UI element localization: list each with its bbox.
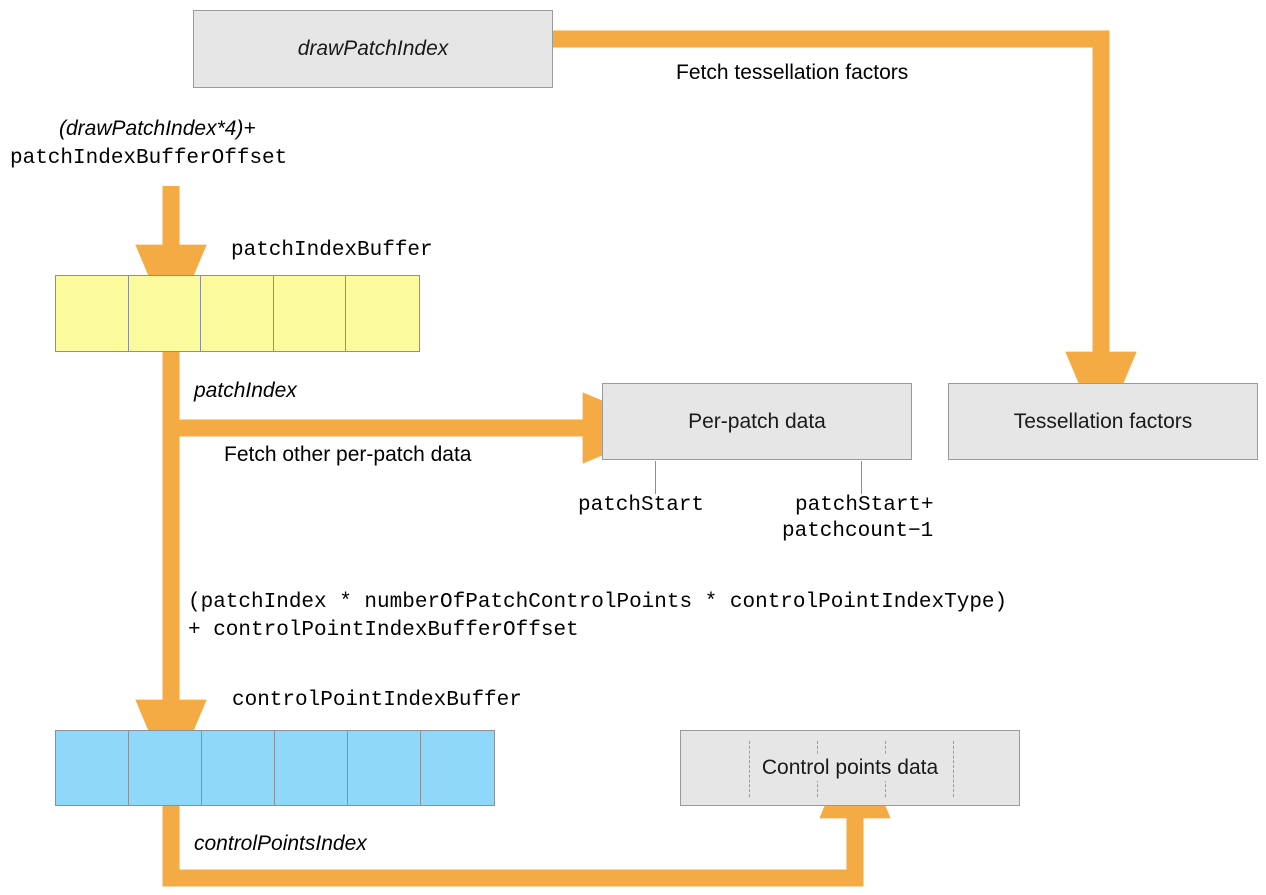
patch-index-buffer-cell[interactable] <box>273 276 347 351</box>
control-point-index-buffer-cell[interactable] <box>129 731 202 805</box>
label-patch-start: patchStart <box>578 494 705 517</box>
control-point-index-buffer-cell[interactable] <box>275 731 348 805</box>
control-point-index-buffer-cell[interactable] <box>348 731 421 805</box>
label-control-point-offset-line2: + controlPointIndexBufferOffset <box>188 619 579 642</box>
patch-index-buffer[interactable] <box>55 275 420 352</box>
label-patch-index-buffer-title: patchIndexBuffer <box>231 239 433 262</box>
patch-index-buffer-cell[interactable] <box>128 276 202 351</box>
control-points-data-separator-4 <box>953 741 954 797</box>
label-control-point-index-buffer-title: controlPointIndexBuffer <box>232 689 522 712</box>
patch-index-buffer-cell[interactable] <box>56 276 129 351</box>
patch-index-buffer-cell[interactable] <box>201 276 274 351</box>
label-patch-end-line1: patchStart+ <box>795 494 934 517</box>
node-control-points-data[interactable]: Control points data <box>680 730 1020 806</box>
node-draw-patch-index[interactable]: drawPatchIndex <box>193 10 553 88</box>
control-points-data-separator-1 <box>749 741 750 797</box>
label-patch-end-line2: patchcount−1 <box>782 520 934 543</box>
control-point-index-buffer-cell[interactable] <box>202 731 275 805</box>
node-per-patch-data[interactable]: Per-patch data <box>602 383 912 460</box>
node-tessellation-factors-label: Tessellation factors <box>1013 409 1193 433</box>
label-patch-index-offset-line1: (drawPatchIndex*4)+ <box>59 117 256 140</box>
control-point-index-buffer-cell[interactable] <box>56 731 129 805</box>
label-fetch-tessellation-factors: Fetch tessellation factors <box>676 61 909 84</box>
control-point-index-buffer-cell[interactable] <box>421 731 494 805</box>
node-per-patch-data-label: Per-patch data <box>688 409 826 433</box>
label-fetch-other-per-patch-data: Fetch other per-patch data <box>224 443 472 466</box>
node-tessellation-factors[interactable]: Tessellation factors <box>948 383 1258 460</box>
arrow-patch-index-trunk <box>135 352 668 785</box>
node-control-points-data-label: Control points data <box>757 755 943 781</box>
node-draw-patch-index-label: drawPatchIndex <box>297 37 449 61</box>
control-point-index-buffer[interactable] <box>55 730 495 806</box>
label-patch-index-offset-line2: patchIndexBufferOffset <box>10 147 288 170</box>
patch-index-buffer-cell[interactable] <box>346 276 419 351</box>
label-control-points-index: controlPointsIndex <box>194 832 367 855</box>
label-patch-index: patchIndex <box>194 379 297 402</box>
arrow-fetch-tessellation-factors <box>553 30 1137 437</box>
patch-start-tick <box>655 461 656 494</box>
patch-end-tick <box>861 461 862 494</box>
label-control-point-offset-line1: (patchIndex * numberOfPatchControlPoints… <box>188 591 1008 614</box>
